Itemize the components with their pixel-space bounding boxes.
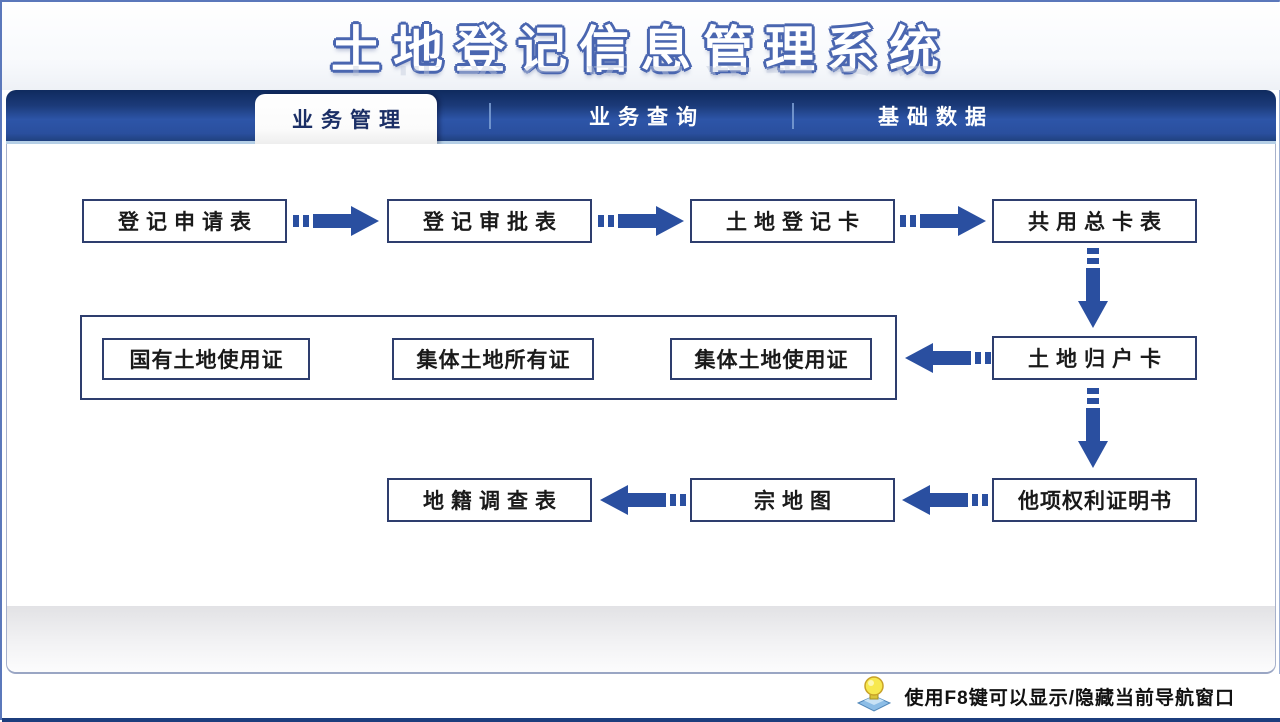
flow-node-parcel-map[interactable]: 宗地图 (690, 478, 895, 522)
page-title-reflection: 土地登记信息管理系统 (2, 66, 1280, 90)
tab-business-query[interactable]: 业务查询 (589, 105, 705, 129)
flow-node-land-household-card[interactable]: 土地归户卡 (992, 336, 1197, 380)
header: 土地登记信息管理系统 土地登记信息管理系统 (2, 2, 1280, 90)
arrow-down-icon (1075, 388, 1111, 470)
flow-node-land-registration-card[interactable]: 土地登记卡 (690, 199, 895, 243)
arrow-down-icon (1075, 248, 1111, 330)
bottom-accent-bar (2, 718, 1280, 722)
tab-basic-data[interactable]: 基础数据 (878, 105, 994, 129)
arrow-right-icon (293, 203, 381, 239)
lightbulb-icon (856, 675, 891, 717)
main-nav-tabbar: 业务管理 业务查询 基础数据 (6, 90, 1276, 144)
statusbar-hint: 使用F8键可以显示/隐藏当前导航窗口 (904, 687, 1235, 709)
status-bar: 使用F8键可以显示/隐藏当前导航窗口 (2, 674, 1280, 718)
flow-node-shared-master-card[interactable]: 共用总卡表 (992, 199, 1197, 243)
arrow-left-icon (598, 482, 686, 518)
panel-footer-shade (7, 606, 1275, 672)
flow-node-collective-land-ownership-cert[interactable]: 集体土地所有证 (392, 338, 594, 380)
page-title: 土地登记信息管理系统 (331, 22, 951, 78)
flow-node-registration-approval-form[interactable]: 登记审批表 (387, 199, 592, 243)
flow-node-cadastral-survey-form[interactable]: 地籍调查表 (387, 478, 592, 522)
arrow-right-icon (900, 203, 988, 239)
arrow-left-icon (903, 340, 991, 376)
flow-node-registration-application-form[interactable]: 登记申请表 (82, 199, 287, 243)
arrow-left-icon (900, 482, 988, 518)
flow-node-state-owned-land-use-cert[interactable]: 国有土地使用证 (102, 338, 310, 380)
tab-business-management[interactable]: 业务管理 (255, 94, 437, 144)
tab-separator (792, 103, 794, 129)
flow-node-collective-land-use-cert[interactable]: 集体土地使用证 (670, 338, 872, 380)
tab-separator (489, 103, 491, 129)
arrow-right-icon (598, 203, 686, 239)
flow-node-other-rights-certificate[interactable]: 他项权利证明书 (992, 478, 1197, 522)
